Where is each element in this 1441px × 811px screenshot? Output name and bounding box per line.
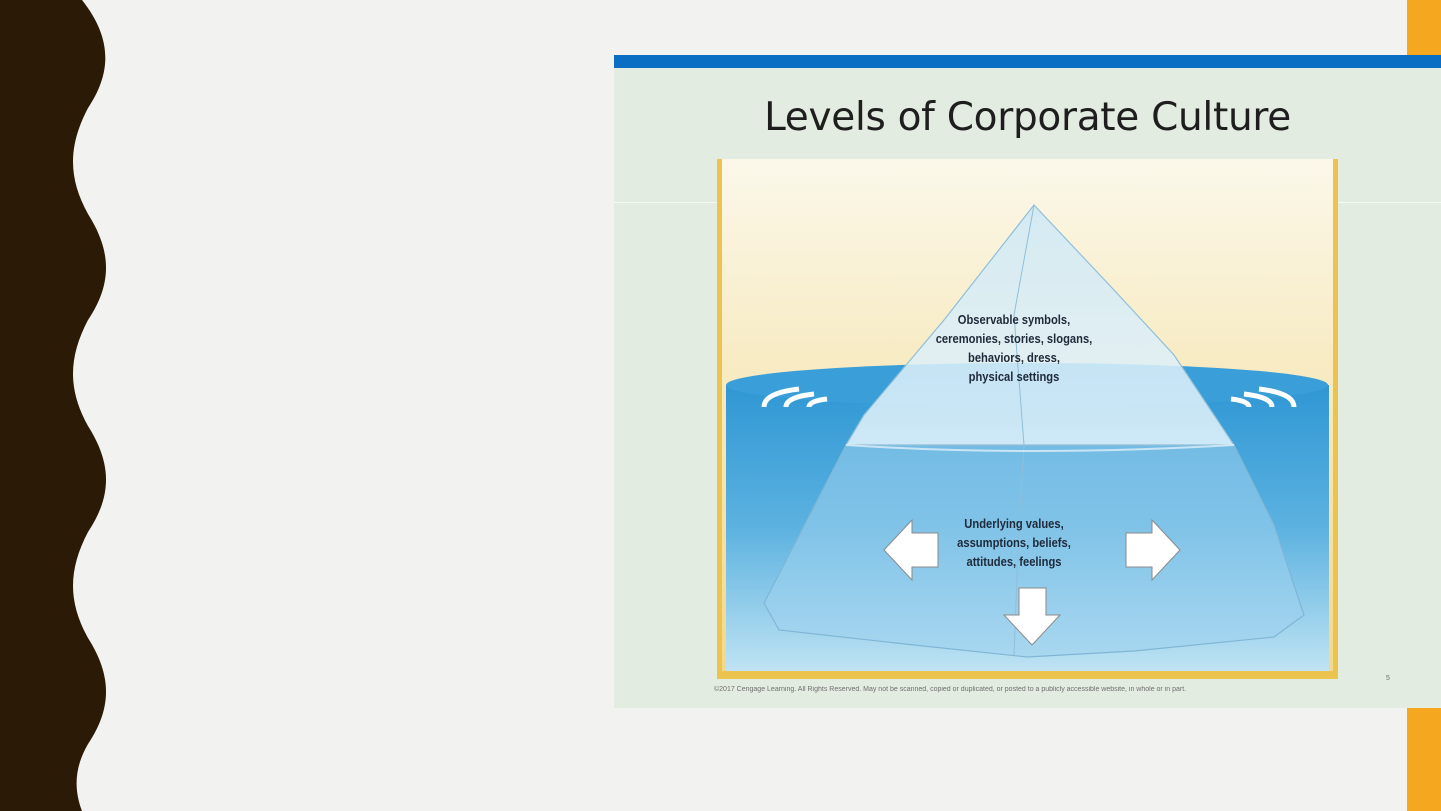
down-arrow-icon	[1002, 587, 1062, 646]
above-water-label: Observable symbols, ceremonies, stories,…	[928, 310, 1100, 386]
below-water-text: Underlying values, assumptions, beliefs,…	[957, 516, 1071, 569]
copyright-text: ©2017 Cengage Learning. All Rights Reser…	[714, 686, 1187, 693]
slide-header-bar	[614, 55, 1441, 68]
iceberg-underwater	[763, 444, 1305, 658]
accent-bar-top	[1407, 0, 1441, 56]
page-number: 5	[1386, 675, 1390, 682]
left-arrow-icon	[883, 518, 939, 582]
slide-image: Levels of Corporate Culture	[614, 55, 1441, 708]
ripple-icon	[761, 386, 828, 408]
right-arrow-icon	[1125, 518, 1181, 582]
ripple-icon	[1230, 386, 1297, 408]
iceberg-icon	[844, 204, 1236, 446]
above-water-text: Observable symbols, ceremonies, stories,…	[935, 312, 1093, 384]
accent-bar-bottom	[1407, 708, 1441, 811]
below-water-label: Underlying values, assumptions, beliefs,…	[937, 514, 1092, 571]
iceberg-ridge	[1013, 204, 1035, 656]
slide-title: Levels of Corporate Culture	[764, 95, 1291, 140]
decorative-wavy-band	[0, 0, 130, 811]
iceberg-diagram	[717, 159, 1338, 679]
